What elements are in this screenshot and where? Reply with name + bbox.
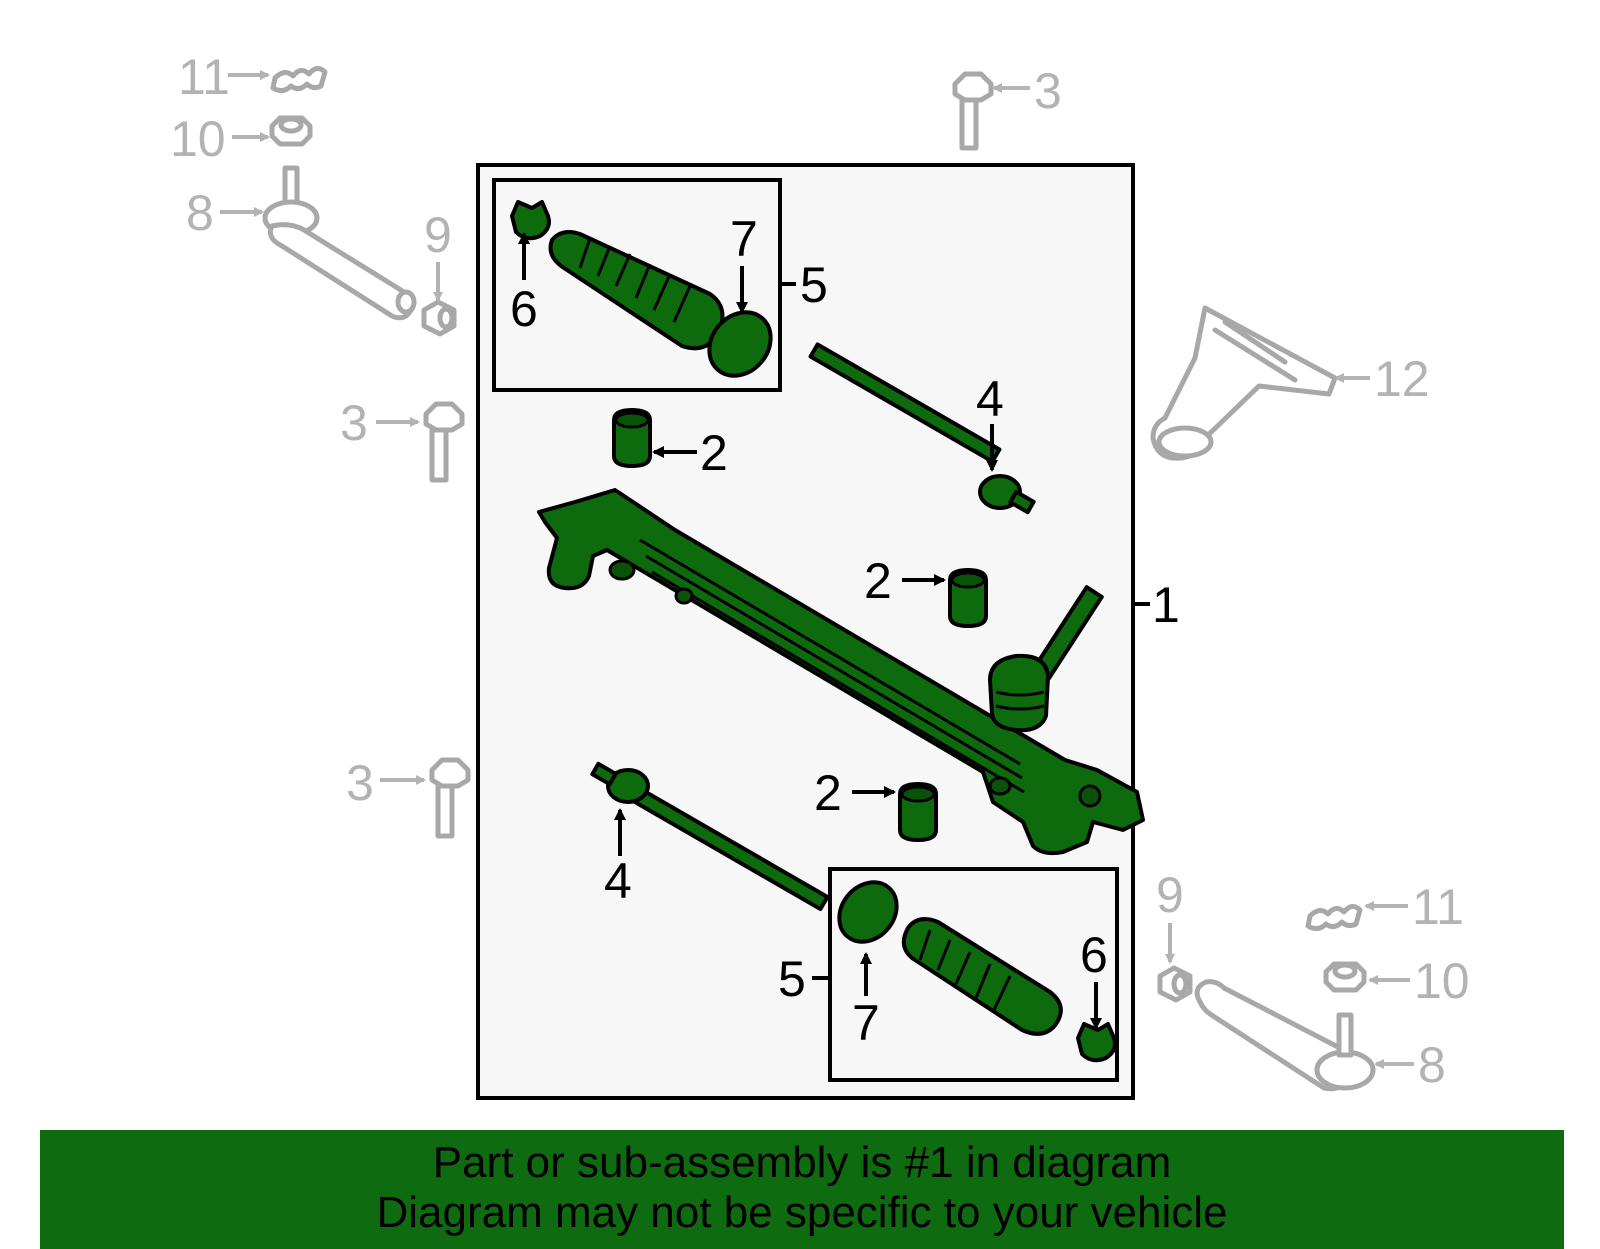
- mount-bushing-icon: [612, 408, 652, 468]
- tie-rod-end-icon: [1194, 979, 1376, 1092]
- footer-note-part: Part or sub-assembly is #1 in diagram: [432, 1138, 1172, 1187]
- inner-tie-rod-icon: [590, 761, 830, 912]
- callout-1: 1: [1152, 577, 1180, 633]
- callout-6: 6: [510, 281, 538, 337]
- inner-tie-rod-icon: [808, 342, 1036, 515]
- bolt-icon: [423, 401, 465, 483]
- mount-bushing-icon: [898, 782, 938, 842]
- rack-boot-icon: [837, 880, 1117, 1063]
- callout-7: 7: [852, 995, 880, 1051]
- bushing-icon: [421, 299, 457, 337]
- steering-column-seal-icon: [1150, 305, 1338, 461]
- tie-rod-end-icon: [262, 165, 417, 321]
- callout-2: 2: [700, 425, 728, 481]
- callout-11: 11: [1412, 879, 1464, 935]
- callout-3: 3: [1034, 63, 1062, 119]
- bushing-icon: [1157, 965, 1193, 1003]
- bolt-icon: [952, 71, 994, 151]
- callout-9: 9: [1156, 867, 1184, 923]
- callout-6: 6: [1080, 927, 1108, 983]
- footer-note-disclaimer: Diagram may not be specific to your vehi…: [376, 1188, 1228, 1237]
- callout-11: 11: [178, 49, 230, 105]
- callout-9: 9: [424, 207, 452, 263]
- steering-rack-icon: [537, 488, 1145, 856]
- rack-boot-icon: [510, 200, 773, 378]
- nut-icon: [269, 115, 313, 147]
- callout-4: 4: [976, 371, 1004, 427]
- callout-12: 12: [1374, 351, 1430, 407]
- cotter-clip-icon: [270, 66, 328, 94]
- callout-8: 8: [1418, 1037, 1446, 1093]
- callout-4: 4: [604, 853, 632, 909]
- cotter-clip-icon: [1305, 904, 1363, 932]
- callout-8: 8: [186, 185, 214, 241]
- callout-3: 3: [340, 395, 368, 451]
- callout-7: 7: [730, 211, 758, 267]
- callout-10: 10: [1414, 953, 1470, 1009]
- nut-icon: [1323, 961, 1367, 993]
- mount-bushing-icon: [948, 568, 988, 628]
- bolt-icon: [429, 757, 471, 839]
- callout-3: 3: [346, 755, 374, 811]
- callout-2: 2: [864, 553, 892, 609]
- callout-10: 10: [170, 111, 226, 167]
- callout-5: 5: [778, 951, 806, 1007]
- footer-banner: Part or sub-assembly is #1 in diagram Di…: [40, 1130, 1564, 1249]
- callout-2: 2: [814, 765, 842, 821]
- callout-5: 5: [800, 257, 828, 313]
